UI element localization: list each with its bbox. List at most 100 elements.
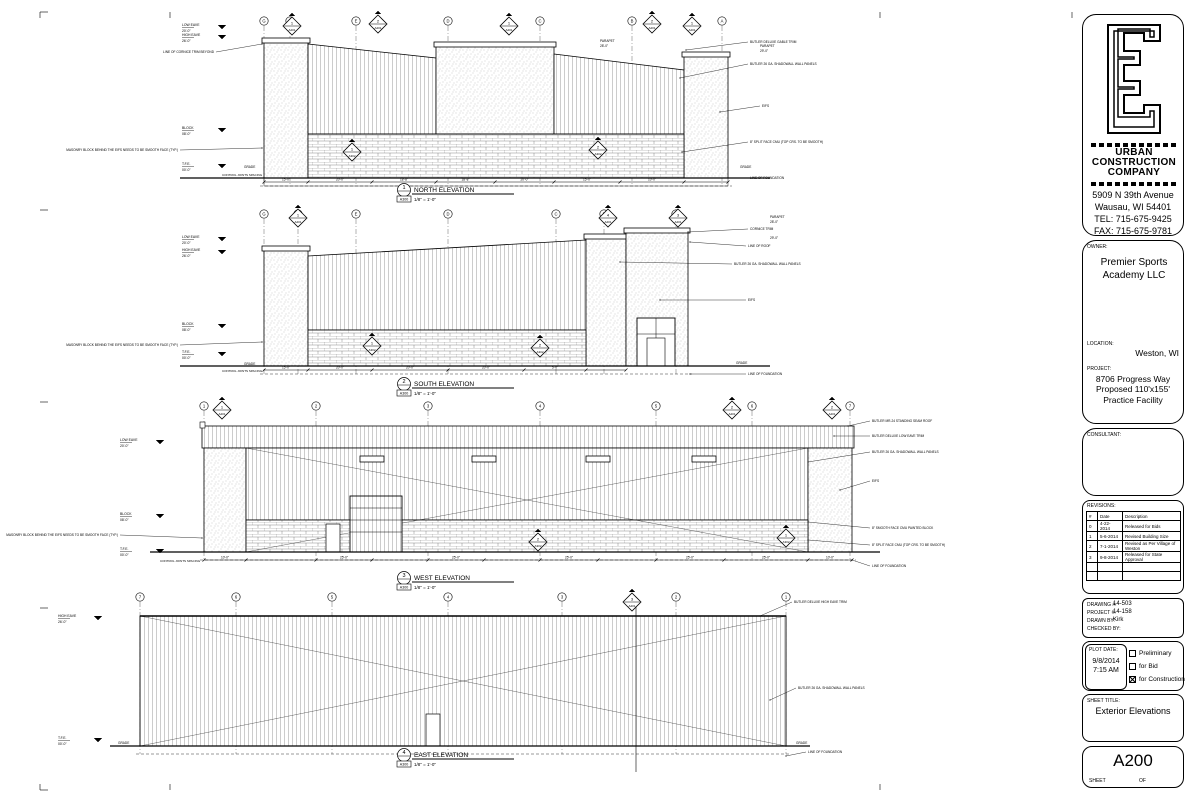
of-label: OF [1139, 778, 1146, 784]
dimension-tick [434, 180, 438, 184]
logo-dash-row-bottom [1091, 182, 1177, 186]
leader-dot [261, 43, 263, 45]
dimension-tick [722, 558, 726, 562]
dimension-value: 15'-0" [583, 178, 591, 182]
cornice-cap [623, 227, 691, 234]
dimension-tick [202, 558, 206, 562]
leader-line [679, 63, 749, 79]
dimension-tick [806, 558, 810, 562]
elevation-title: SOUTH ELEVATION [414, 381, 474, 388]
section-marker-sheet: A201 [628, 604, 635, 608]
leader-line [839, 480, 871, 491]
callout-note: 28'-0" [770, 220, 778, 224]
level-marker [93, 615, 103, 621]
leader-line [689, 241, 747, 247]
company-address-line1: 5909 N 39th Avenue [1092, 190, 1174, 200]
leader-line [759, 601, 793, 617]
leader-line [719, 105, 761, 113]
rev-description: Revised as Per Village of Weston [1122, 540, 1181, 552]
level-value: 20'-0" [182, 241, 191, 245]
dimension-tick [618, 180, 622, 184]
leader-line [807, 451, 871, 463]
rev-date: 7-1-2014 [1097, 540, 1123, 552]
callout-note: PARAPET [770, 215, 785, 219]
level-name: T.F.E. [120, 547, 129, 551]
elevation-sheet-box [396, 389, 412, 397]
level-name: HIGH EAVE [58, 614, 77, 618]
title-block-consultant: CONSULTANT: [1082, 428, 1184, 496]
grid-bubble [551, 209, 561, 219]
leader-dot [687, 231, 689, 233]
grid-label: 5 [331, 595, 334, 600]
company-logo [1107, 24, 1161, 134]
grid-label: 4 [447, 595, 450, 600]
leader-dot [807, 539, 809, 541]
grid-label: G [262, 212, 265, 217]
dimension-tick [584, 368, 588, 372]
company-fax: FAX: 715-675-9781 [1093, 226, 1173, 236]
sheet-title-label: SHEET TITLE: [1087, 698, 1120, 704]
grid-label: 7 [139, 595, 142, 600]
grid-bubble [351, 16, 361, 26]
callout-note: BUTLER 26 GA. SHADOWALL WALL PANELS [798, 686, 865, 690]
callout-note: LINE OF FOUNDATION [872, 564, 907, 568]
sheet-number: A200 [1113, 751, 1153, 770]
company-name: URBAN CONSTRUCTION COMPANY [1091, 147, 1177, 178]
grid-bubble [781, 592, 791, 602]
section-arrow [534, 528, 542, 533]
section-arrow [374, 10, 382, 15]
level-value: 26'-0" [182, 39, 191, 43]
level-marker [155, 513, 165, 519]
section-marker-sheet: A201 [218, 412, 225, 416]
section-arrow [594, 136, 602, 141]
plot-date: 9/8/2014 [1092, 658, 1120, 665]
level-value: 20'-0" [182, 29, 191, 33]
status-preliminary-label: Preliminary [1139, 650, 1172, 658]
section-marker-number: 1 [291, 21, 294, 26]
elevation-number: 2 [402, 379, 405, 385]
section-marker-sheet: A302 [594, 152, 601, 156]
for-construction-checkbox-checked [1129, 676, 1136, 683]
callout-note: EIFS [762, 104, 769, 108]
elevation-number: 1 [402, 185, 405, 191]
level-name: HIGH EAVE [182, 248, 201, 252]
level-name: LOW EAVE [182, 23, 200, 27]
grid-label: 1 [785, 595, 788, 600]
leader-dot [759, 615, 761, 617]
grid-bubble [259, 16, 269, 26]
metal-wall-panels [307, 43, 437, 135]
title-block-company: URBAN CONSTRUCTION COMPANY 5909 N 39th A… [1082, 14, 1184, 236]
leader-dot [785, 755, 787, 757]
level-marker [217, 236, 227, 242]
section-marker-sheet: A201 [505, 28, 512, 32]
dimension-tick [370, 180, 374, 184]
elevation-sheet-ref: A300 [400, 586, 408, 590]
dimension-value: 5'-0" [552, 366, 558, 370]
leader-dot [727, 177, 729, 179]
grid-label: C [538, 19, 541, 24]
drawn-by: Kirk [1113, 617, 1124, 623]
eifs-block [435, 45, 555, 135]
dimension-value: 25'-0" [762, 556, 770, 560]
checked-by-label: CHECKED BY: [1087, 626, 1121, 632]
dimension-tick [314, 558, 318, 562]
dimension-tick [306, 180, 310, 184]
leader-line [807, 521, 871, 529]
callout-note: BUTLER 26 GA. SHADOWALL WALL PANELS [734, 262, 801, 266]
level-name: BLOCK [182, 322, 194, 326]
grid-label: E [355, 19, 358, 24]
preliminary-checkbox [1129, 650, 1136, 657]
level-marker [217, 127, 227, 133]
leader-line [851, 559, 871, 567]
elevation-sheet-box [396, 760, 412, 768]
consultant-label: CONSULTANT: [1087, 432, 1121, 438]
dimension-value: 18'-8" [400, 178, 408, 182]
clerestory-window [691, 455, 717, 463]
grid-label: 1 [203, 404, 206, 409]
dimension-value: 25'-0" [686, 556, 694, 560]
dimension-tick [596, 558, 600, 562]
cornice-cap [433, 41, 557, 48]
level-value: 20'-0" [120, 444, 129, 448]
